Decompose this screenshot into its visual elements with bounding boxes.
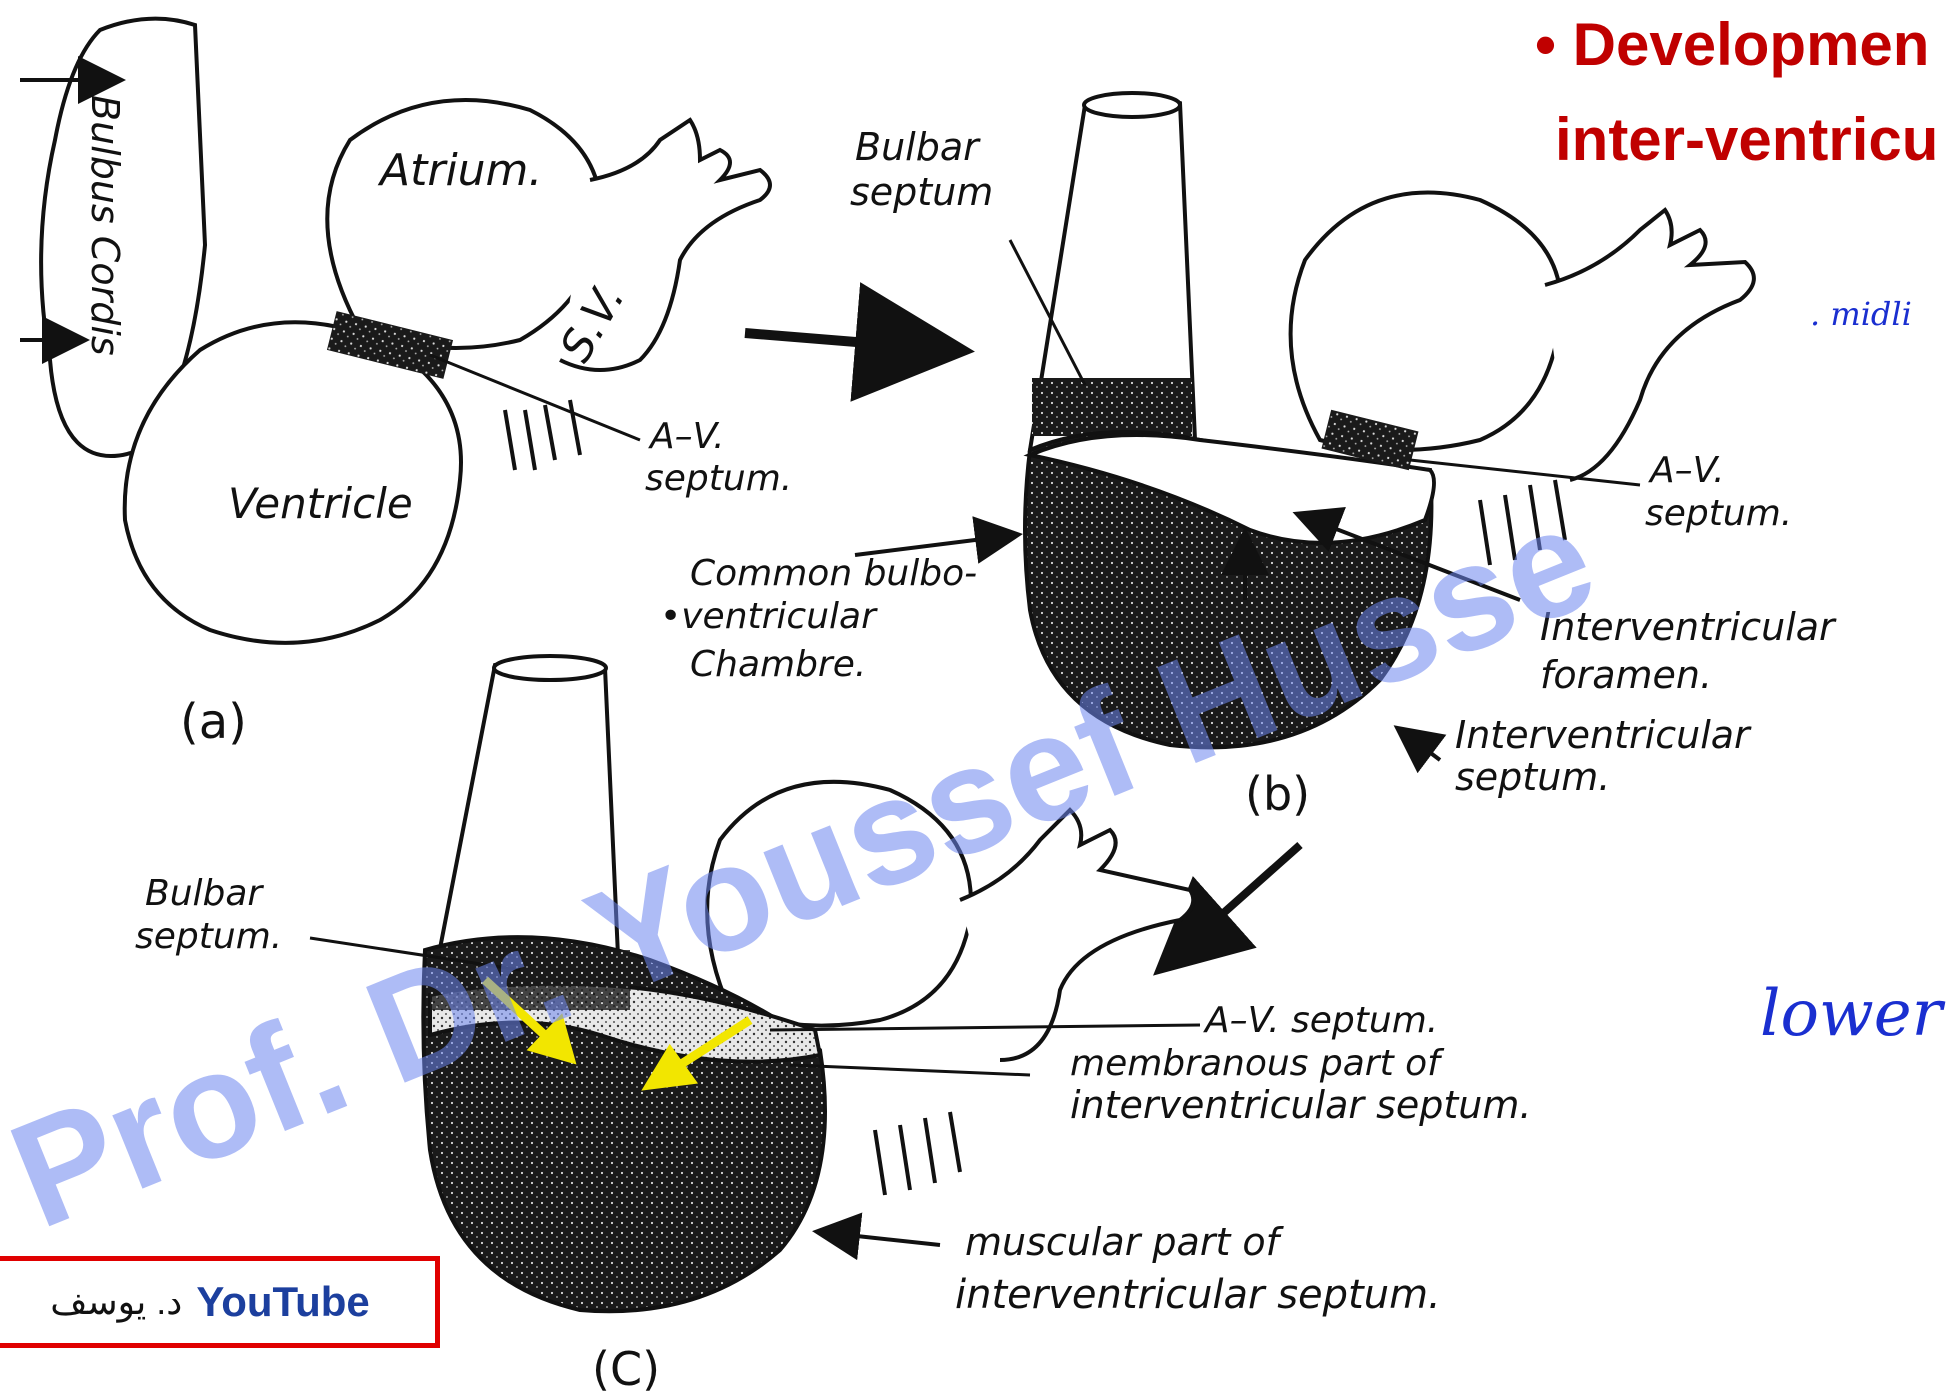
label-bulbar-septum-b-2: septum bbox=[850, 170, 993, 214]
label-common-1: Common bulbo- bbox=[690, 553, 977, 594]
label-panel-c: (C) bbox=[592, 1342, 660, 1391]
note-midline: . midli bbox=[1810, 295, 1912, 333]
atrium-shape bbox=[327, 100, 601, 348]
label-ventricle: Ventricle bbox=[228, 479, 413, 528]
title-line-2: inter-ventricu bbox=[1555, 105, 1938, 174]
label-common-2: •ventricular bbox=[660, 596, 878, 637]
label-bulbar-septum-c-2: septum. bbox=[135, 916, 282, 957]
label-muscular-2: interventricular septum. bbox=[955, 1272, 1441, 1318]
label-bulbar-septum-b-1: Bulbar bbox=[855, 125, 981, 169]
label-atrium: Atrium. bbox=[377, 145, 542, 196]
panel-a bbox=[20, 19, 770, 643]
label-av-septum-2: septum. bbox=[645, 458, 792, 499]
label-ivs-1: Interventricular bbox=[1455, 713, 1752, 757]
label-ivf-2: foramen. bbox=[1540, 653, 1712, 697]
label-panel-b: (b) bbox=[1245, 767, 1310, 821]
youtube-arabic-name: د. يوسف bbox=[50, 1281, 182, 1323]
label-av-septum-c: A–V. septum. bbox=[1203, 1000, 1438, 1041]
note-lower: lower s bbox=[1760, 977, 1948, 1051]
label-common-3: Chambre. bbox=[690, 644, 866, 685]
label-membranous-2: interventricular septum. bbox=[1070, 1083, 1531, 1127]
label-bulbar-septum-c-1: Bulbar bbox=[145, 873, 264, 914]
title-line-1: • Developmen bbox=[1535, 10, 1929, 79]
label-av-septum-1: A–V. bbox=[648, 416, 725, 457]
label-membranous-1: membranous part of bbox=[1070, 1043, 1445, 1084]
label-panel-a: (a) bbox=[180, 694, 247, 750]
label-bulbus-cordis: Bulbus Cordis bbox=[83, 95, 127, 356]
youtube-badge[interactable]: د. يوسف YouTube bbox=[0, 1256, 440, 1348]
label-muscular-1: muscular part of bbox=[965, 1220, 1285, 1264]
label-ivs-2: septum. bbox=[1455, 755, 1610, 799]
label-av-septum-b-1: A–V. bbox=[1648, 450, 1725, 491]
youtube-brand: YouTube bbox=[196, 1278, 369, 1326]
label-av-septum-b-2: septum. bbox=[1645, 493, 1792, 534]
